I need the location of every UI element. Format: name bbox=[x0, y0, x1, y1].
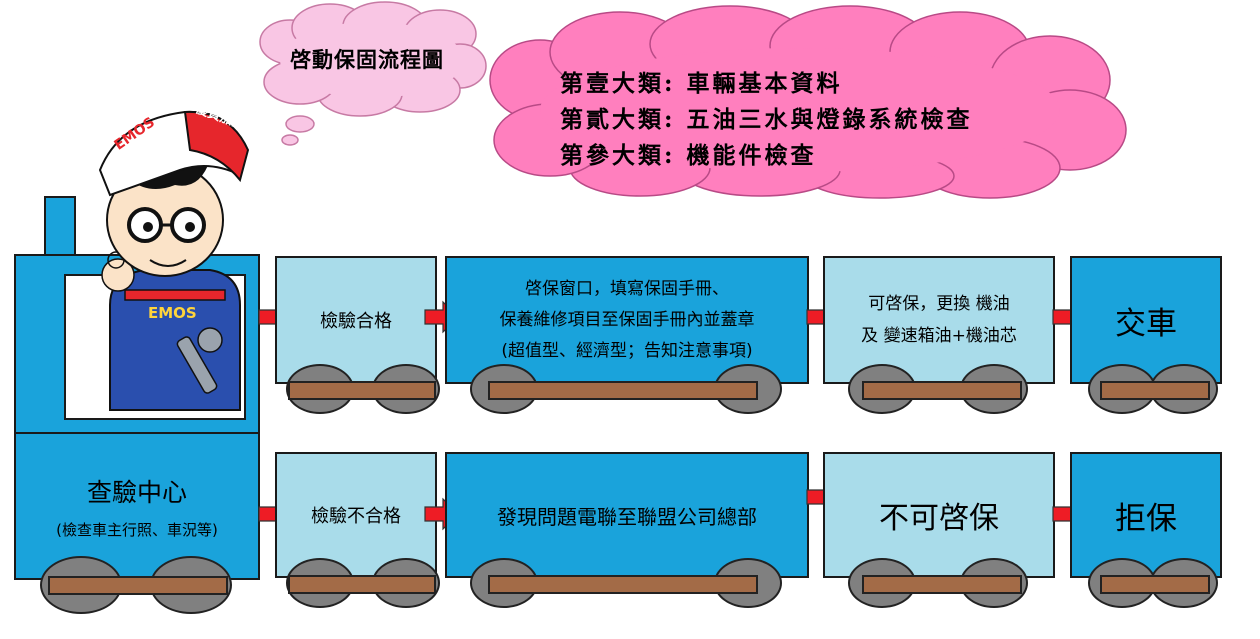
engine-title: 查驗中心 bbox=[86, 477, 187, 507]
car-pass: 檢驗合格 bbox=[275, 256, 437, 384]
mascot-shirt-brand: EMOS bbox=[148, 304, 197, 322]
axle bbox=[862, 381, 1022, 400]
cloud-title: 啓動保固流程圖 bbox=[290, 47, 444, 72]
engine-subtitle: (檢查車主行照、車況等) bbox=[56, 520, 218, 539]
engine-axle bbox=[48, 576, 228, 595]
axle bbox=[488, 575, 758, 594]
car-replace-oil: 可啓保，更換 機油 及 變速箱油+機油芯 bbox=[823, 256, 1055, 384]
deliver-label: 交車 bbox=[1115, 305, 1177, 342]
no-warranty-label: 不可啓保 bbox=[879, 501, 999, 536]
axle bbox=[862, 575, 1022, 594]
fail-label: 檢驗不合格 bbox=[311, 506, 401, 527]
category-3: 第參大類: 機能件檢查 bbox=[560, 142, 817, 169]
engine-chimney bbox=[44, 196, 76, 258]
thought-cloud-small bbox=[259, 1, 1127, 199]
category-1: 第壹大類: 車輛基本資料 bbox=[560, 70, 843, 97]
car-no-warranty: 不可啓保 bbox=[823, 452, 1055, 578]
mascot-illustration bbox=[98, 110, 250, 411]
car-refuse: 拒保 bbox=[1070, 452, 1222, 578]
axle bbox=[288, 381, 436, 400]
engine-body: 查驗中心 (檢查車主行照、車況等) bbox=[14, 432, 260, 580]
report-label: 發現問題電聯至聯盟公司總部 bbox=[497, 504, 757, 529]
car-warranty-window: 啓保窗口，填寫保固手冊、 保養維修項目至保固手冊內並蓋章 (超值型、經濟型；告知… bbox=[445, 256, 809, 384]
car-deliver: 交車 bbox=[1070, 256, 1222, 384]
pass-label: 檢驗合格 bbox=[320, 311, 392, 332]
replace-line-2: 及 變速箱油+機油芯 bbox=[861, 326, 1017, 346]
window-line-2: 保養維修項目至保固手冊內並蓋章 bbox=[499, 309, 755, 330]
axle bbox=[488, 381, 758, 400]
window-line-1: 啓保窗口，填寫保固手冊、 bbox=[525, 278, 729, 299]
window-line-3: (超值型、經濟型；告知注意事項) bbox=[501, 340, 753, 361]
axle bbox=[288, 575, 436, 594]
refuse-label: 拒保 bbox=[1115, 500, 1177, 537]
axle bbox=[1100, 575, 1210, 594]
replace-line-1: 可啓保，更換 機油 bbox=[868, 294, 1010, 314]
car-fail: 檢驗不合格 bbox=[275, 452, 437, 578]
category-2: 第貳大類: 五油三水與燈錄系統檢查 bbox=[560, 106, 973, 133]
axle bbox=[1100, 381, 1210, 400]
